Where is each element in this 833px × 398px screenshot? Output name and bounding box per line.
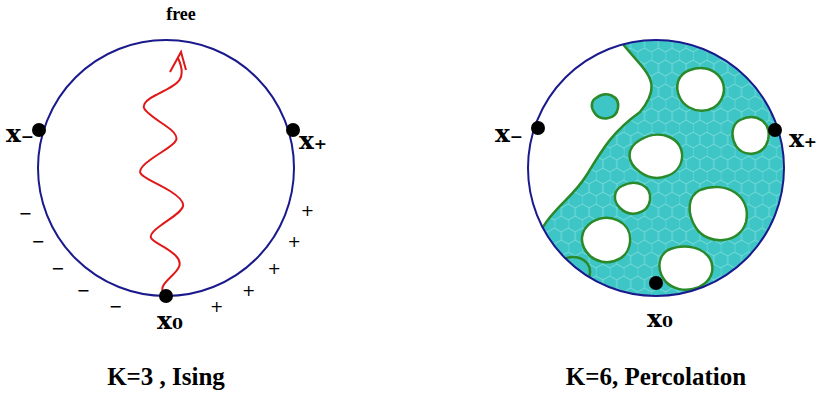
point-label: x₋	[495, 121, 523, 146]
boundary-point	[286, 123, 300, 137]
spin-sign: −	[109, 299, 122, 315]
domain-circle	[38, 40, 294, 296]
boundary-point	[32, 123, 46, 137]
spin-sign: +	[301, 203, 314, 219]
point-label: x₀	[647, 306, 673, 331]
domain-circle	[528, 40, 784, 296]
boundary-label: free	[166, 5, 196, 23]
boundary-point	[159, 289, 173, 303]
percolation-clusters	[520, 30, 800, 330]
point-label: x₀	[157, 308, 183, 333]
boundary-point	[531, 121, 545, 135]
spin-sign: +	[287, 234, 300, 250]
interface-curve	[140, 58, 183, 296]
spin-sign: −	[31, 234, 44, 250]
boundary-point	[649, 276, 663, 290]
spin-sign: +	[210, 299, 223, 315]
spin-sign: +	[242, 283, 255, 299]
panel-caption: K=3 , Ising	[107, 364, 225, 389]
panel-caption: K=6, Percolation	[566, 364, 746, 389]
spin-sign: −	[77, 283, 90, 299]
point-label: x₊	[789, 126, 817, 151]
spin-sign: −	[51, 261, 64, 277]
point-label: x₊	[299, 128, 327, 153]
spin-sign: +	[268, 261, 281, 277]
boundary-point	[768, 123, 782, 137]
point-label: x₋	[6, 121, 34, 146]
spin-sign: −	[19, 206, 32, 222]
curve-arrowhead	[170, 52, 186, 72]
